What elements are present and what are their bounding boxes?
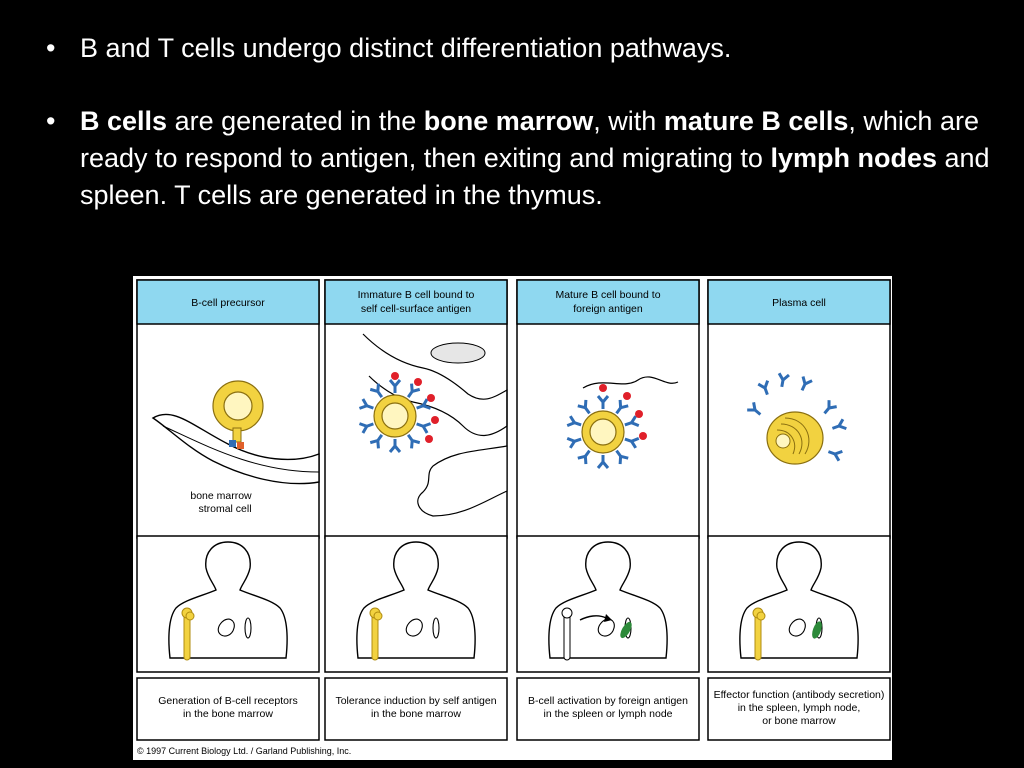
panel-3-header-line-2: foreign antigen — [573, 303, 643, 315]
panel-4-caption-line-3: or bone marrow — [762, 715, 836, 727]
panel-2-header-line-1: Immature B cell bound to — [358, 289, 475, 301]
bullet-item-1: • B and T cells undergo distinct differe… — [46, 30, 996, 67]
term-b-cells: B cells — [80, 106, 167, 136]
panel-1-caption-line-2: in the bone marrow — [183, 708, 273, 720]
bullet-1-text: B and T cells undergo distinct different… — [80, 33, 731, 63]
panel-4-caption-line-2: in the spleen, lymph node, — [738, 702, 861, 714]
panel-3-caption-line-1: B-cell activation by foreign antigen — [528, 695, 688, 707]
bullet-dot: • — [46, 103, 55, 140]
term-bone-marrow: bone marrow — [424, 106, 594, 136]
panel-2-caption-line-2: in the bone marrow — [371, 708, 461, 720]
bullet-dot: • — [46, 30, 55, 67]
panel-2-header-line-2: self cell-surface antigen — [361, 303, 471, 315]
stromal-label-line-2: stromal cell — [198, 503, 251, 515]
stromal-label-line-1: bone marrow — [190, 490, 252, 502]
figure-svg: B-cell precursor Immature B cell bound t… — [133, 276, 892, 760]
panel-2-caption-line-1: Tolerance induction by self antigen — [335, 695, 496, 707]
panel-1-header: B-cell precursor — [191, 297, 265, 309]
bullet-2-text-2: , with — [593, 106, 664, 136]
panel-1-caption-line-1: Generation of B-cell receptors — [158, 695, 297, 707]
panel-4-caption-line-1: Effector function (antibody secretion) — [714, 689, 885, 701]
term-lymph-nodes: lymph nodes — [770, 143, 937, 173]
panel-3-header-line-1: Mature B cell bound to — [555, 289, 660, 301]
bullet-2-text-1: are generated in the — [167, 106, 424, 136]
term-mature-b-cells: mature B cells — [664, 106, 849, 136]
copyright-notice: © 1997 Current Biology Ltd. / Garland Pu… — [137, 746, 351, 756]
b-cell-development-figure: B-cell precursor Immature B cell bound t… — [133, 276, 892, 760]
panel-3-caption-line-2: in the spleen or lymph node — [544, 708, 673, 720]
bullet-list: • B and T cells undergo distinct differe… — [46, 30, 996, 214]
panel-4-header: Plasma cell — [772, 297, 826, 309]
bullet-item-2: • B cells are generated in the bone marr… — [46, 103, 996, 214]
